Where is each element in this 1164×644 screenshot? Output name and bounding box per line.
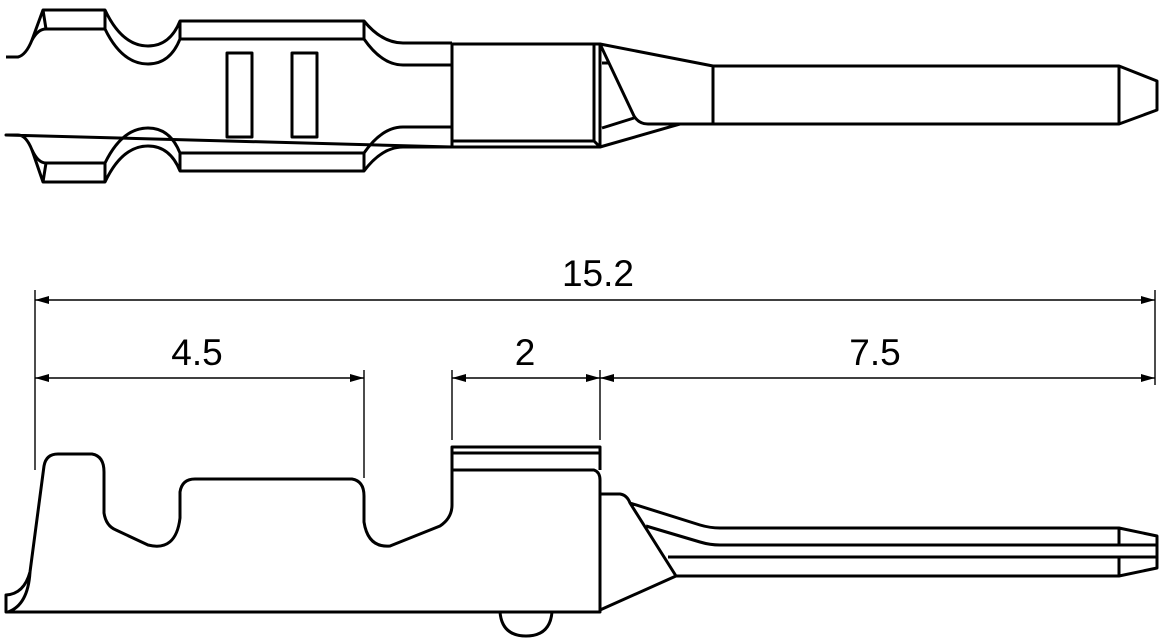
extension-lines: [34, 290, 1156, 478]
side-view-outline: [4, 452, 602, 614]
dim-box-label: 2: [515, 332, 536, 373]
dim-crimp-label: 4.5: [171, 332, 222, 373]
side-view: [4, 445, 1159, 638]
dimension-lines: 15.2 4.5 2 7.5: [34, 253, 1156, 478]
slot-left: [225, 51, 254, 139]
contact-box: [450, 42, 602, 149]
top-view-outline: [4, 8, 454, 184]
side-bump: [498, 611, 554, 638]
box-inner-edge: [452, 44, 602, 149]
top-view-inner-edges: [30, 9, 452, 183]
pin-top-view: [598, 42, 1159, 149]
dim-overall-label: 15.2: [562, 253, 634, 294]
pin-side-view: [599, 492, 1159, 612]
slot-right: [290, 51, 319, 139]
side-cap: [450, 445, 602, 470]
side-left-curl: [7, 571, 32, 614]
top-view: [4, 8, 1159, 184]
dim-pin-label: 7.5: [849, 332, 900, 373]
